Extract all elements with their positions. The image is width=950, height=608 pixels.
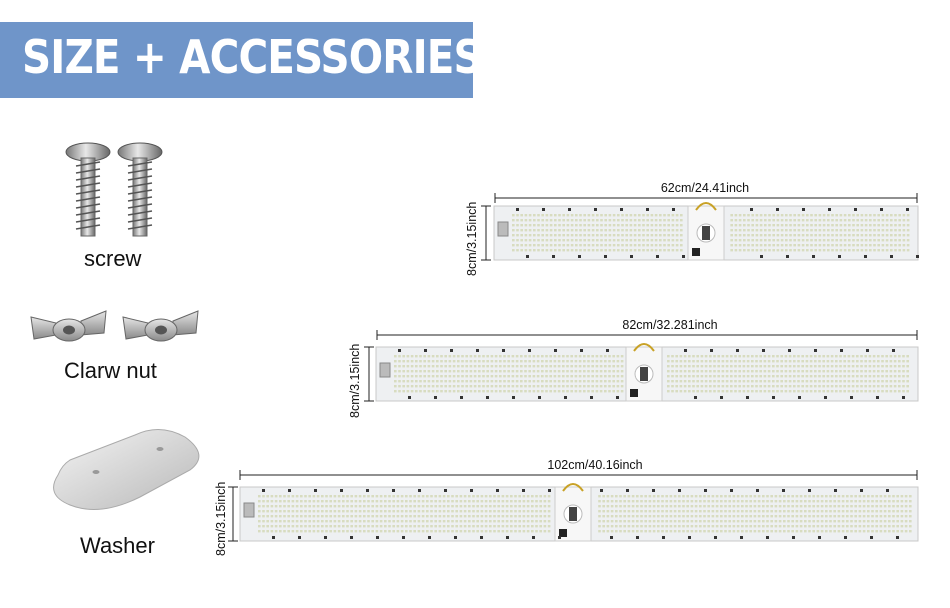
washer-label: Washer xyxy=(80,533,155,558)
led-board-62cm xyxy=(493,202,919,261)
board-82cm-width-label: 82cm/32.281inch xyxy=(622,318,718,332)
wing-nut-icon xyxy=(30,310,199,342)
board-102cm-width-label: 102cm/40.16inch xyxy=(547,458,643,472)
screw-icon xyxy=(65,142,163,237)
board-102cm-height-label: 8cm/3.15inch xyxy=(214,481,228,556)
led-board-82cm xyxy=(375,343,919,402)
led-board-102cm xyxy=(239,483,919,542)
page-title: SIZE + ACCESSORIES xyxy=(22,30,483,84)
title-banner: SIZE + ACCESSORIES xyxy=(0,22,483,98)
washer-icon xyxy=(53,429,200,510)
board-62cm-width-label: 62cm/24.41inch xyxy=(660,181,750,195)
screw-label: screw xyxy=(84,246,142,271)
nut-label: Clarw nut xyxy=(64,358,157,383)
